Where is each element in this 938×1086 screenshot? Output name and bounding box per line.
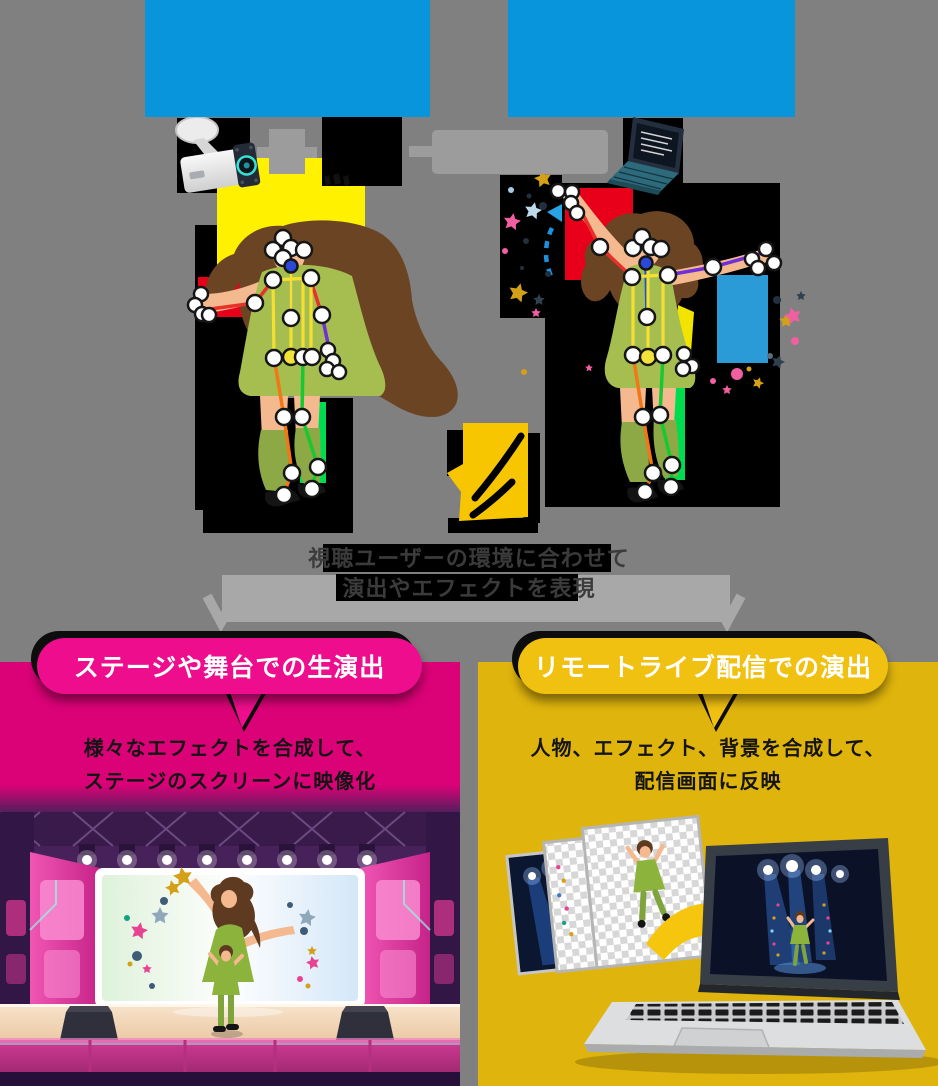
plus-connector-icon	[257, 129, 317, 174]
remote-desc-line2: 配信画面に反映	[634, 771, 782, 793]
stage-screen	[95, 865, 365, 1008]
left-bubble-tail	[224, 686, 268, 732]
flow-caption-line1: 視聴ユーザーの環境に合わせて	[308, 546, 630, 571]
cctv-camera-icon	[175, 116, 261, 193]
top-diagram	[175, 116, 806, 533]
remote-section-bubble-label: リモートライブ配信での演出	[533, 654, 872, 682]
remote-section-bubble: リモートライブ配信での演出	[518, 638, 888, 694]
remote-desc-line1: 人物、エフェクト、背景を合成して、	[530, 738, 886, 760]
stage-panel-art	[0, 662, 461, 1086]
composite-layers	[505, 814, 715, 976]
flow-caption-line2: 演出やエフェクトを表現	[342, 576, 596, 601]
left-dancer-scene	[186, 117, 458, 533]
laptop-device	[575, 838, 938, 1074]
laptop-panel-art	[478, 662, 938, 1086]
stage-desc-line1: 様々なエフェクトを合成して、	[83, 738, 377, 760]
arrow-connector-bar	[409, 130, 608, 174]
stage-desc-line2: ステージのスクリーンに映像化	[83, 771, 377, 793]
pose-keypoints-left	[186, 228, 348, 505]
remote-section-description: 人物、エフェクト、背景を合成して、 配信画面に反映	[478, 733, 938, 799]
pose-keypoints-right	[549, 182, 783, 502]
laptop-screen-dancer	[770, 903, 832, 974]
confetti-stars	[502, 168, 806, 395]
right-bubble-tail	[696, 686, 740, 732]
top-right-blue-box	[508, 0, 795, 117]
split-banner	[202, 544, 746, 633]
down-arrow-icon	[447, 423, 540, 533]
laptop-icon	[607, 117, 684, 195]
screen-dancer	[171, 865, 295, 982]
stage-section-bubble: ステージや舞台での生演出	[37, 638, 422, 694]
on-stage-dancer	[208, 945, 244, 1038]
top-left-blue-box	[145, 0, 430, 117]
stage-spotlights	[77, 844, 377, 870]
stage-section-bubble-label: ステージや舞台での生演出	[73, 654, 386, 682]
right-dancer-scene	[500, 168, 806, 507]
stage-section-description: 様々なエフェクトを合成して、 ステージのスクリーンに映像化	[0, 733, 460, 799]
